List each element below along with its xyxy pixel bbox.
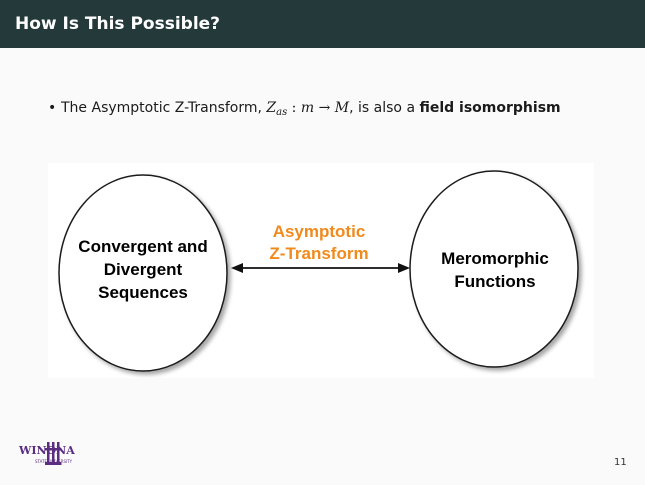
arrow-head-right-icon [398, 263, 410, 273]
edge-label: Asymptotic Z-Transform [244, 221, 394, 265]
diagram-figure: Convergent and Divergent Sequences Merom… [48, 163, 594, 378]
math-z-as: Zas [266, 100, 288, 118]
math-m: m [300, 100, 315, 116]
page-number: 11 [614, 457, 627, 468]
left-node-line-3: Sequences [98, 283, 188, 302]
bullet-middle-text: , is also a [349, 100, 416, 116]
math-arrow: → [314, 100, 335, 116]
math-z: Z [266, 100, 277, 116]
bullet-lead-text: The Asymptotic Z-Transform, [61, 100, 262, 116]
edge-label-line-1: Asymptotic [272, 222, 366, 241]
title-bar: How Is This Possible? [0, 0, 645, 48]
diagram-canvas [58, 170, 579, 372]
left-node-label: Convergent and Divergent Sequences [59, 235, 227, 304]
bidirectional-arrow [231, 263, 410, 273]
right-node-label: Meromorphic Functions [411, 247, 579, 293]
left-node-line-1: Convergent and [78, 237, 208, 256]
math-colon: : [287, 100, 301, 116]
right-node-line-1: Meromorphic [441, 249, 549, 268]
right-node-line-2: Functions [454, 272, 536, 291]
bullet-point: •The Asymptotic Z-Transform, Zas : m → M… [48, 97, 608, 119]
left-node-line-2: Divergent [103, 260, 183, 279]
winona-state-logo-icon [45, 442, 62, 465]
math-sub-as: as [276, 107, 288, 118]
arrow-head-left-icon [231, 263, 243, 273]
right-node-ellipse [409, 170, 579, 368]
bullet-dot-icon: • [48, 100, 57, 116]
bullet-bold-text: field isomorphism [419, 100, 561, 116]
logo-name: WINONA [19, 444, 75, 457]
edge-label-line-2: Z-Transform [269, 244, 369, 263]
logo-subtitle: STATE UNIVERSITY [35, 459, 73, 464]
left-node-ellipse [58, 174, 228, 372]
math-big-m: M [334, 100, 350, 116]
slide-title: How Is This Possible? [15, 14, 221, 34]
